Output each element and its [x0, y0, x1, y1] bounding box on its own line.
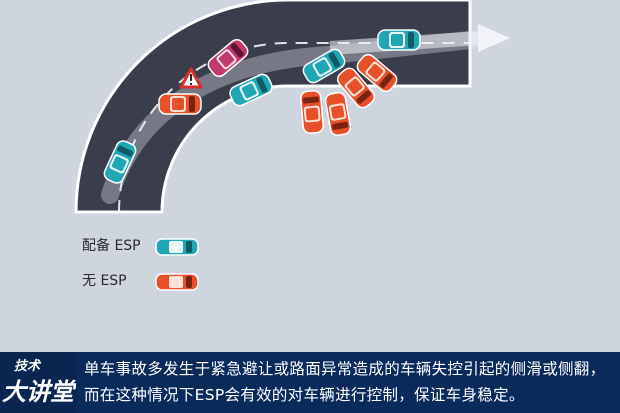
car-without-esp: [299, 89, 325, 135]
lane-divider: [118, 42, 470, 213]
logo: 技术 大讲堂: [0, 352, 76, 413]
car-with-esp: [377, 29, 421, 51]
legend-without-esp-label: 无 ESP: [82, 273, 127, 289]
caption-text: 单车事故多发生于紧急避让或路面异常造成的车辆失控引起的侧滑或侧翻，而在这种情况下…: [84, 360, 606, 404]
road-surface: [74, 0, 472, 214]
car-without-esp: [158, 93, 202, 115]
warning-triangle-icon: [179, 67, 203, 89]
legend-with-esp-label: 配备 ESP: [82, 238, 141, 254]
caption-bar: [0, 352, 620, 413]
legend-with-esp: 配备 ESP: [82, 235, 199, 257]
legend-car-teal-icon: [155, 238, 199, 256]
svg-text:技术: 技术: [14, 358, 42, 374]
legend-without-esp: 无 ESP: [82, 270, 199, 292]
svg-text:大讲堂: 大讲堂: [2, 378, 76, 406]
car-without-esp: [323, 90, 353, 138]
legend-car-orange-icon: [155, 273, 199, 291]
road-diagram: [74, 0, 510, 214]
